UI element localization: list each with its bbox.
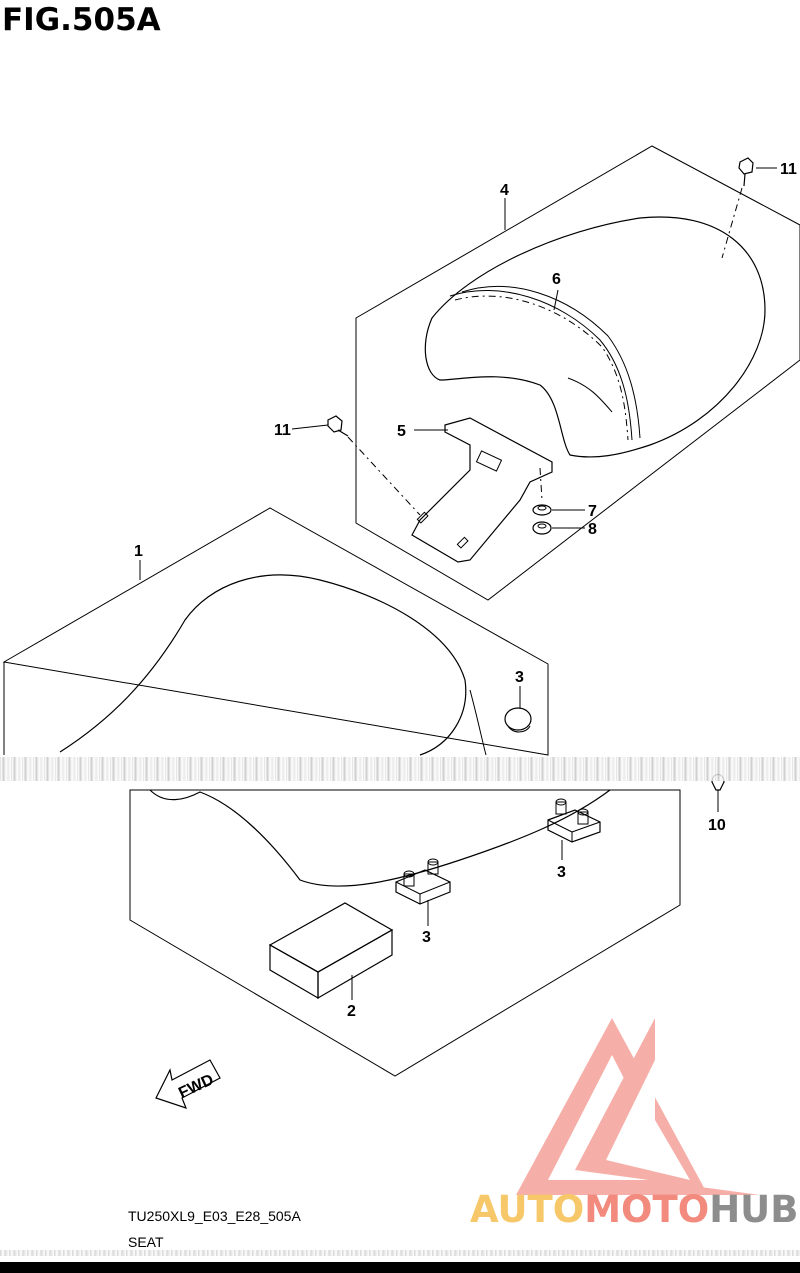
watermark-part-hub: HUB [709,1188,799,1231]
watermark-logo [516,1018,760,1195]
scan-noise-band [0,757,800,781]
callout-8: 7 [588,503,597,520]
footer-section: SEAT [128,1234,164,1250]
seat-group-outline [2,507,549,756]
pillion-group-outline [355,145,800,601]
watermark-text: AUTOMOTOHUB [470,1188,798,1231]
seat-bracket [411,417,553,563]
callout-6: 5 [397,423,406,440]
scan-noise-band-bottom [0,1250,800,1256]
callout-1: 1 [134,543,143,560]
rubber-cushion-icon [504,707,532,733]
bolt-upper-icon [738,157,754,187]
callout-11-upper: 11 [780,161,797,178]
callout-3-right: 3 [557,864,566,881]
callout-7: 6 [552,271,561,288]
main-seat [59,574,611,887]
callout-5: 4 [500,182,509,199]
fwd-arrow-icon: FWD [155,1059,221,1109]
figure-title: FIG.505A [2,2,161,38]
callout-4: 3 [515,669,524,686]
pillion-seat [424,216,766,458]
callout-2: 2 [347,1003,356,1020]
pad-box-icon [268,902,394,1000]
nut-icon [532,521,552,535]
watermark-part-auto: AUTO [470,1188,585,1231]
watermark-part-moto: MOTO [584,1188,710,1231]
seat-group-outline-lower [129,789,681,1077]
washer-icon [532,504,552,516]
damper-right-icon [547,798,601,843]
bottom-bar [0,1262,800,1273]
fwd-label: FWD [176,1071,216,1102]
callout-11-left: 11 [274,422,291,439]
callout-3-left: 3 [422,929,431,946]
footer-code: TU250XL9_E03_E28_505A [128,1208,301,1224]
damper-left-icon [395,858,451,905]
callout-10: 10 [708,817,726,834]
bolt-left-icon [327,415,349,437]
callout-9: 8 [588,521,597,538]
